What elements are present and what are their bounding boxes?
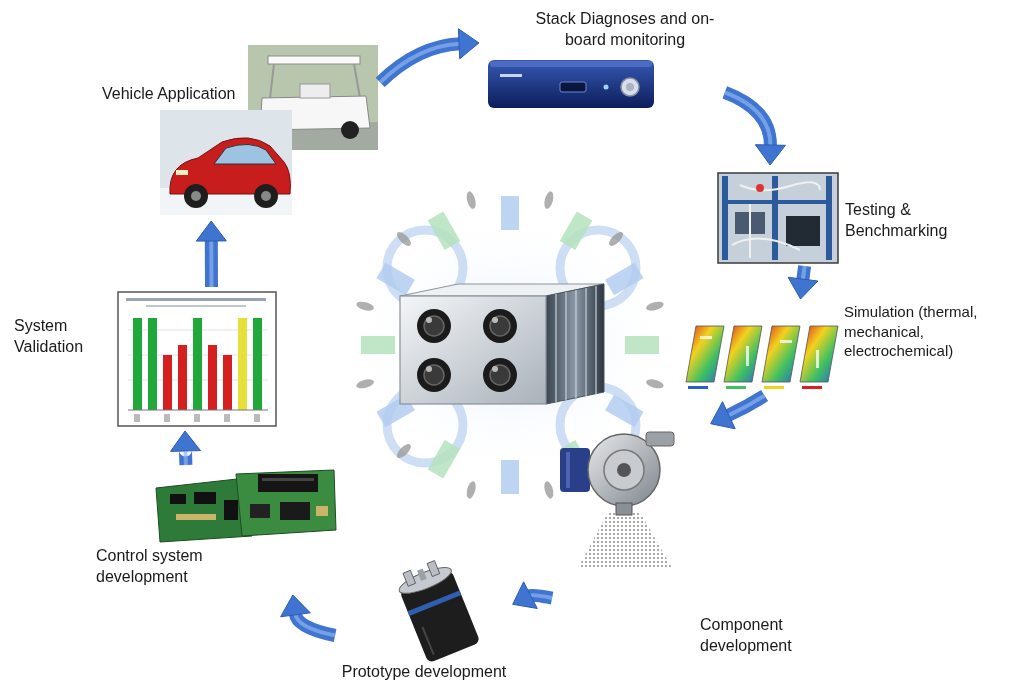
arrow-highlight <box>183 450 187 465</box>
cycle-arrow <box>513 582 552 609</box>
stage-node: System Validation <box>12 290 278 428</box>
cycle-arrow <box>380 29 479 83</box>
stage-node: Testing & Benchmarking <box>715 168 965 263</box>
arrow-head <box>788 277 818 299</box>
arrow-highlight <box>530 595 553 598</box>
cycle-arrow <box>711 396 765 429</box>
stage-label: Prototype development <box>342 662 507 683</box>
arrow-shaft <box>530 595 553 598</box>
stage-label: Component development <box>700 615 808 657</box>
stage-node: Component development <box>555 425 810 673</box>
stage-label: Control system development <box>96 546 246 588</box>
prototype-picture <box>394 556 481 663</box>
arrow-shaft <box>380 44 460 83</box>
cycle-arrow <box>281 595 336 636</box>
validation-chart-picture <box>118 292 276 426</box>
stage-node: Prototype development <box>338 560 510 687</box>
fuel-cell-stack-illustration <box>345 190 675 499</box>
arrow-highlight <box>295 614 335 636</box>
arrow-head <box>171 431 201 451</box>
arrow-head <box>281 595 311 617</box>
arrow-shaft <box>205 240 218 287</box>
arrow-shaft <box>179 450 192 465</box>
arrow-highlight <box>209 240 213 287</box>
cycle-arrow <box>171 431 201 465</box>
arrow-head <box>755 145 785 165</box>
stage-label: Stack Diagnoses and on-board monitoring <box>532 9 718 51</box>
control-board-picture <box>156 470 336 542</box>
arrow-head <box>711 402 736 429</box>
vehicle-pictures <box>160 45 378 215</box>
test-rig-picture <box>718 173 838 263</box>
arrow-head <box>458 29 479 59</box>
cycle-arrow <box>725 92 786 165</box>
stage-label: Simulation (thermal, mechanical, electro… <box>844 302 1004 361</box>
stage-node: Stack Diagnoses and on-board monitoring <box>482 5 722 113</box>
arrow-highlight <box>380 44 460 83</box>
stage-label: System Validation <box>14 316 114 358</box>
stage-node: Control system development <box>94 468 336 592</box>
stage-node: Vehicle Application <box>100 40 378 218</box>
arrow-shaft <box>725 92 771 146</box>
cycle-arrow <box>788 266 818 299</box>
arrow-head <box>196 221 226 241</box>
simulation-picture <box>686 326 838 389</box>
stage-label: Vehicle Application <box>102 84 235 105</box>
stage-node: Simulation (thermal, mechanical, electro… <box>678 302 1008 394</box>
arrow-shaft <box>728 396 765 416</box>
arrow-highlight <box>725 92 771 146</box>
arrow-highlight <box>803 266 805 280</box>
arrow-highlight <box>728 396 765 416</box>
arrow-head <box>513 582 538 609</box>
cycle-arrow <box>196 221 226 287</box>
arrow-shaft <box>803 266 805 280</box>
diagnosis-device-picture <box>488 60 654 108</box>
arrow-shaft <box>295 614 335 636</box>
stage-label: Testing & Benchmarking <box>845 200 963 242</box>
pump-picture <box>560 432 674 568</box>
